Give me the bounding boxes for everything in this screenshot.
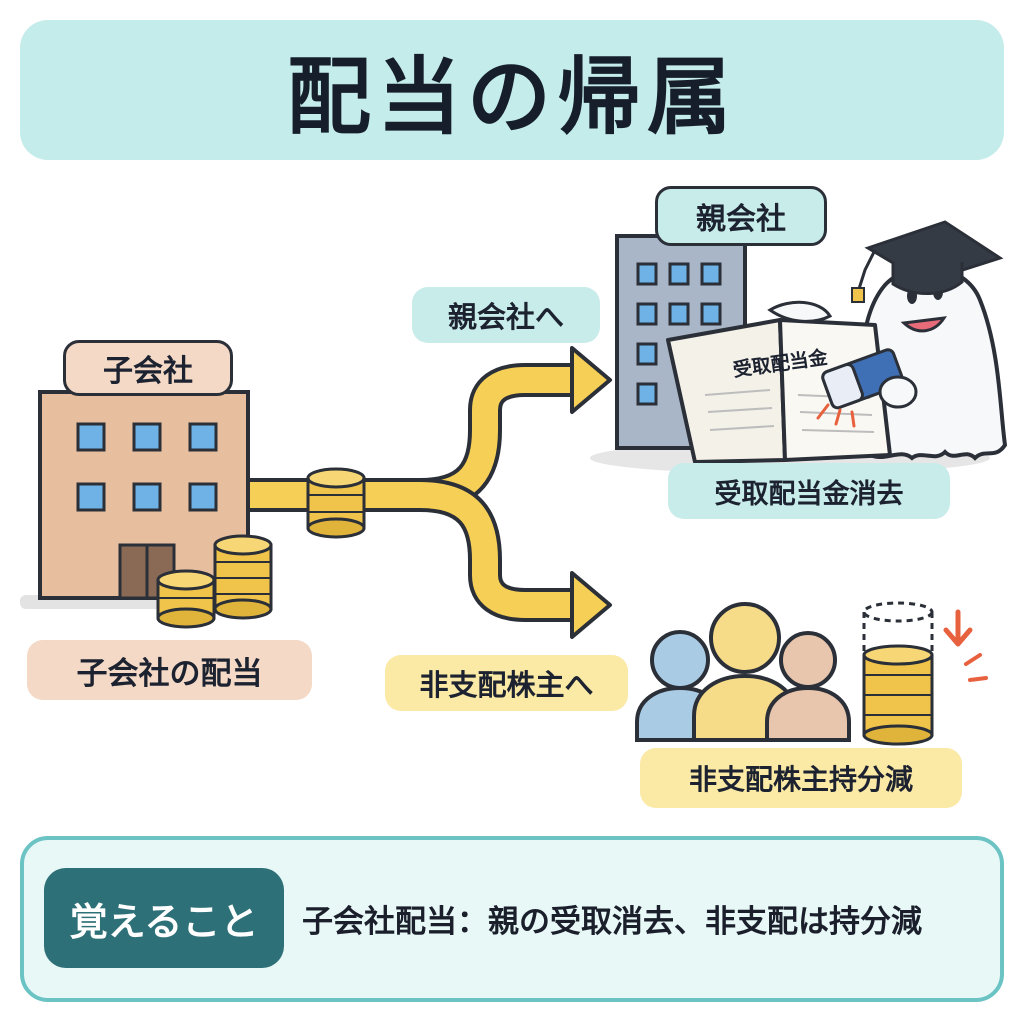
subsidiary-caption: 子会社の配当	[27, 640, 312, 700]
title-banner: 配当の帰属	[20, 20, 1004, 160]
parent-caption: 受取配当金消去	[668, 463, 950, 519]
minority-caption-text: 非支配株主持分減	[688, 763, 913, 796]
route-label-minority: 非支配株主へ	[385, 655, 628, 711]
route-label-parent: 親会社へ	[412, 287, 600, 343]
summary-text: 子会社配当：親の受取消去、非支配は持分減	[302, 903, 922, 940]
arrow-to-minority	[419, 478, 612, 639]
arrow-to-parent	[419, 346, 612, 512]
page-title: 配当の帰属	[286, 47, 737, 146]
graduation-cap-icon	[851, 220, 1004, 303]
route-label-parent-text: 親会社へ	[447, 300, 564, 334]
person-icon	[765, 631, 851, 742]
parent-caption-text: 受取配当金消去	[714, 478, 904, 510]
subsidiary-tag-text: 子会社	[103, 354, 193, 389]
minority-caption: 非支配株主持分減	[640, 748, 962, 808]
flow-coin-stack-icon	[306, 467, 366, 539]
flow-arrows	[250, 346, 612, 639]
route-label-minority-text: 非支配株主へ	[419, 668, 594, 702]
parent-tag: 親会社	[655, 186, 827, 246]
subsidiary-coin-stack-icon	[156, 534, 273, 629]
eraser-icon	[816, 348, 918, 428]
subsidiary-tag: 子会社	[63, 340, 233, 396]
person-icon	[692, 602, 798, 742]
minority-shareholders-icon	[635, 602, 851, 742]
subsidiary-caption-text: 子会社の配当	[76, 655, 263, 692]
summary-label: 覚えること	[44, 868, 284, 968]
down-arrow-icon	[943, 609, 988, 682]
parent-tag-text: 親会社	[696, 202, 786, 237]
reduced-coin-stack-icon	[862, 601, 934, 746]
